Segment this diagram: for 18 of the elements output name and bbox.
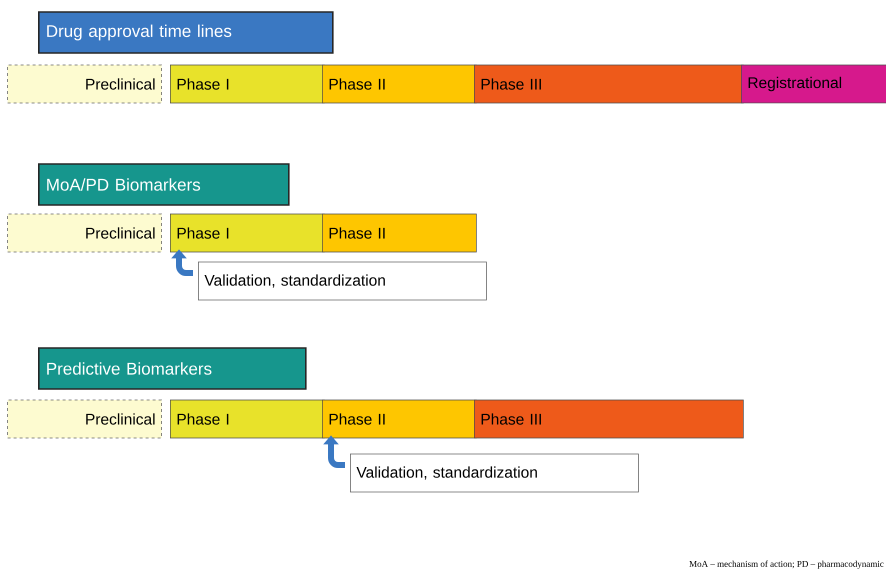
footnote: MoA – mechanism of action; PD – pharmacodynamic bbox=[689, 560, 884, 569]
phase-box: Phase III bbox=[474, 400, 744, 438]
preclinical-box: Preclinical bbox=[7, 214, 162, 252]
note-box: Validation, standardization bbox=[198, 262, 487, 300]
phase-box: Phase II bbox=[322, 64, 477, 104]
phase-box: Phase I bbox=[170, 214, 325, 252]
title-bar: MoA/PD Biomarkers bbox=[38, 163, 290, 206]
title-bar: Predictive Biomarkers bbox=[38, 347, 307, 390]
note-box: Validation, standardization bbox=[350, 454, 639, 492]
phase-box: Phase II bbox=[322, 214, 477, 252]
preclinical-box: Preclinical bbox=[7, 400, 162, 438]
preclinical-box: Preclinical bbox=[7, 64, 162, 104]
title-bar: Drug approval time lines bbox=[38, 11, 334, 54]
phase-box: Registrational bbox=[741, 64, 886, 104]
phase-box: Phase III bbox=[474, 64, 744, 104]
phase-box: Phase I bbox=[170, 64, 325, 104]
phase-box: Phase II bbox=[322, 400, 477, 438]
phase-box: Phase I bbox=[170, 400, 325, 438]
